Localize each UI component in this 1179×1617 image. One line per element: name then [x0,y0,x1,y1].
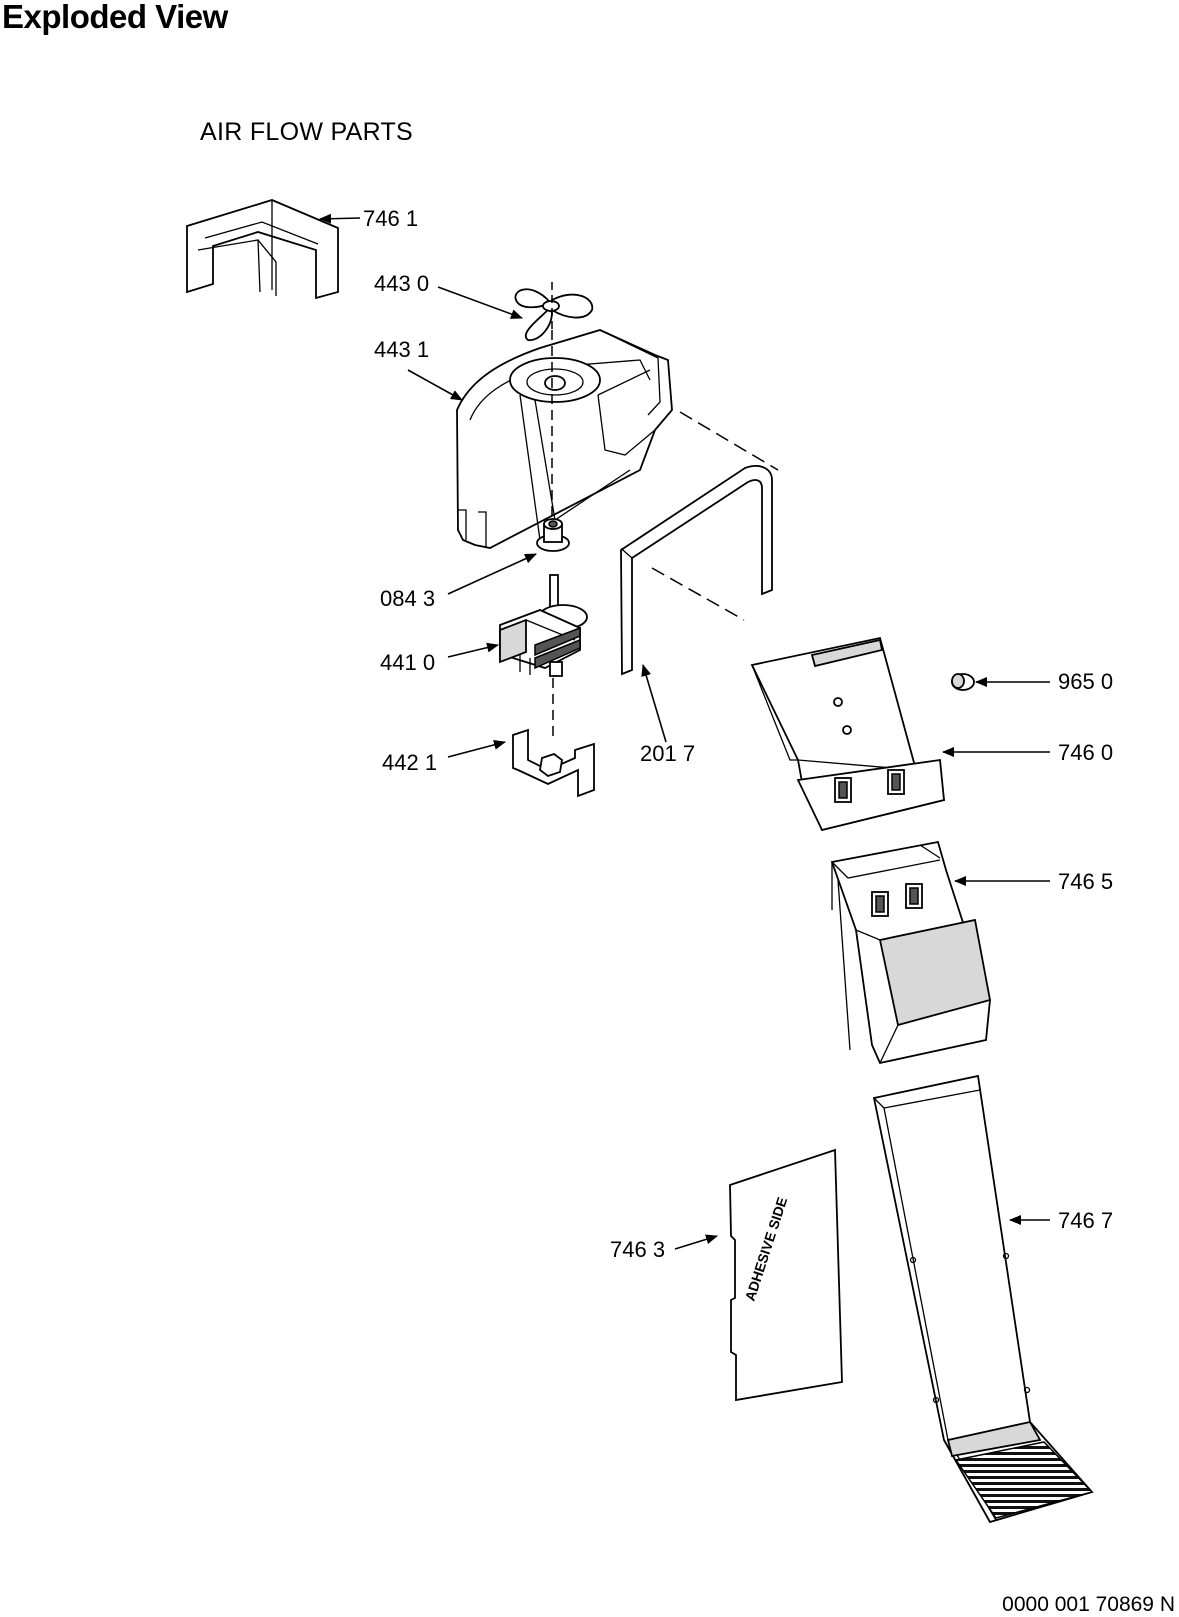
vent-slots-746-5 [871,883,923,917]
label-442-1: 442 1 [382,750,437,775]
label-746-5: 746 5 [1058,869,1113,894]
label-443-1: 443 1 [374,337,429,362]
page-title: Exploded View [2,0,228,35]
part-labels: 746 1 443 0 443 1 084 3 441 0 442 1 201 … [363,206,1113,1262]
label-441-0: 441 0 [380,650,435,675]
part-746-7-lower-duct [872,1074,1094,1524]
label-746-1: 746 1 [363,206,418,231]
part-443-1-fan-shroud [456,329,673,549]
label-746-7: 746 7 [1058,1208,1113,1233]
part-442-1-bracket [512,728,595,798]
part-746-0-duct-panel [750,636,945,832]
document-code: 0000 001 70869 N [1002,1593,1175,1616]
part-746-1-bracket [186,199,339,300]
section-title: AIR FLOW PARTS [200,118,414,146]
part-443-0-fan-blade [514,282,593,341]
label-965-0: 965 0 [1058,669,1113,694]
part-201-7-seal [620,411,779,676]
label-201-7: 201 7 [640,741,695,766]
label-746-3: 746 3 [610,1237,665,1262]
label-084-3: 084 3 [380,586,435,611]
part-441-0-motor [499,574,588,740]
part-084-3-nut [536,518,570,552]
label-443-0: 443 0 [374,271,429,296]
part-746-3-insulation-sheet: ADHESIVE SIDE [729,1148,843,1402]
label-746-0: 746 0 [1058,740,1113,765]
vent-slots-746-0 [834,769,905,803]
part-746-5-duct [830,840,992,1065]
part-965-0-plug [951,673,975,691]
leader-lines [319,213,1050,1250]
